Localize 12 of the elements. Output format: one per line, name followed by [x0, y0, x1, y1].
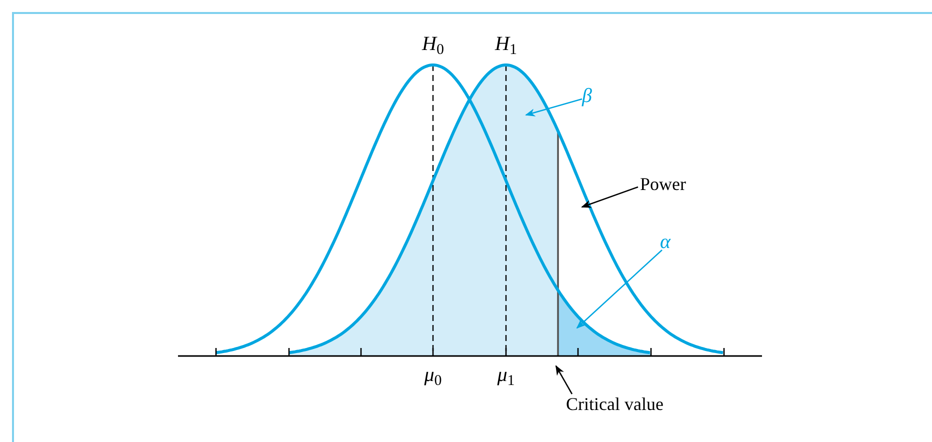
- leader-arrow: [525, 98, 582, 116]
- leader-arrow: [576, 250, 662, 329]
- annotation-text: α: [660, 232, 670, 252]
- axis-label: H$_{1}$: [495, 34, 517, 54]
- annotation-text: Power: [640, 175, 686, 193]
- axis-label: μ$_{1}$: [497, 365, 515, 385]
- axis-label: μ$_{0}$: [424, 365, 442, 385]
- axis-label: H$_{0}$: [422, 34, 444, 54]
- annotation-text: Critical value: [566, 395, 664, 413]
- leader-arrow: [555, 365, 573, 394]
- leader-arrow: [581, 186, 638, 208]
- annotation-text: β: [582, 86, 592, 106]
